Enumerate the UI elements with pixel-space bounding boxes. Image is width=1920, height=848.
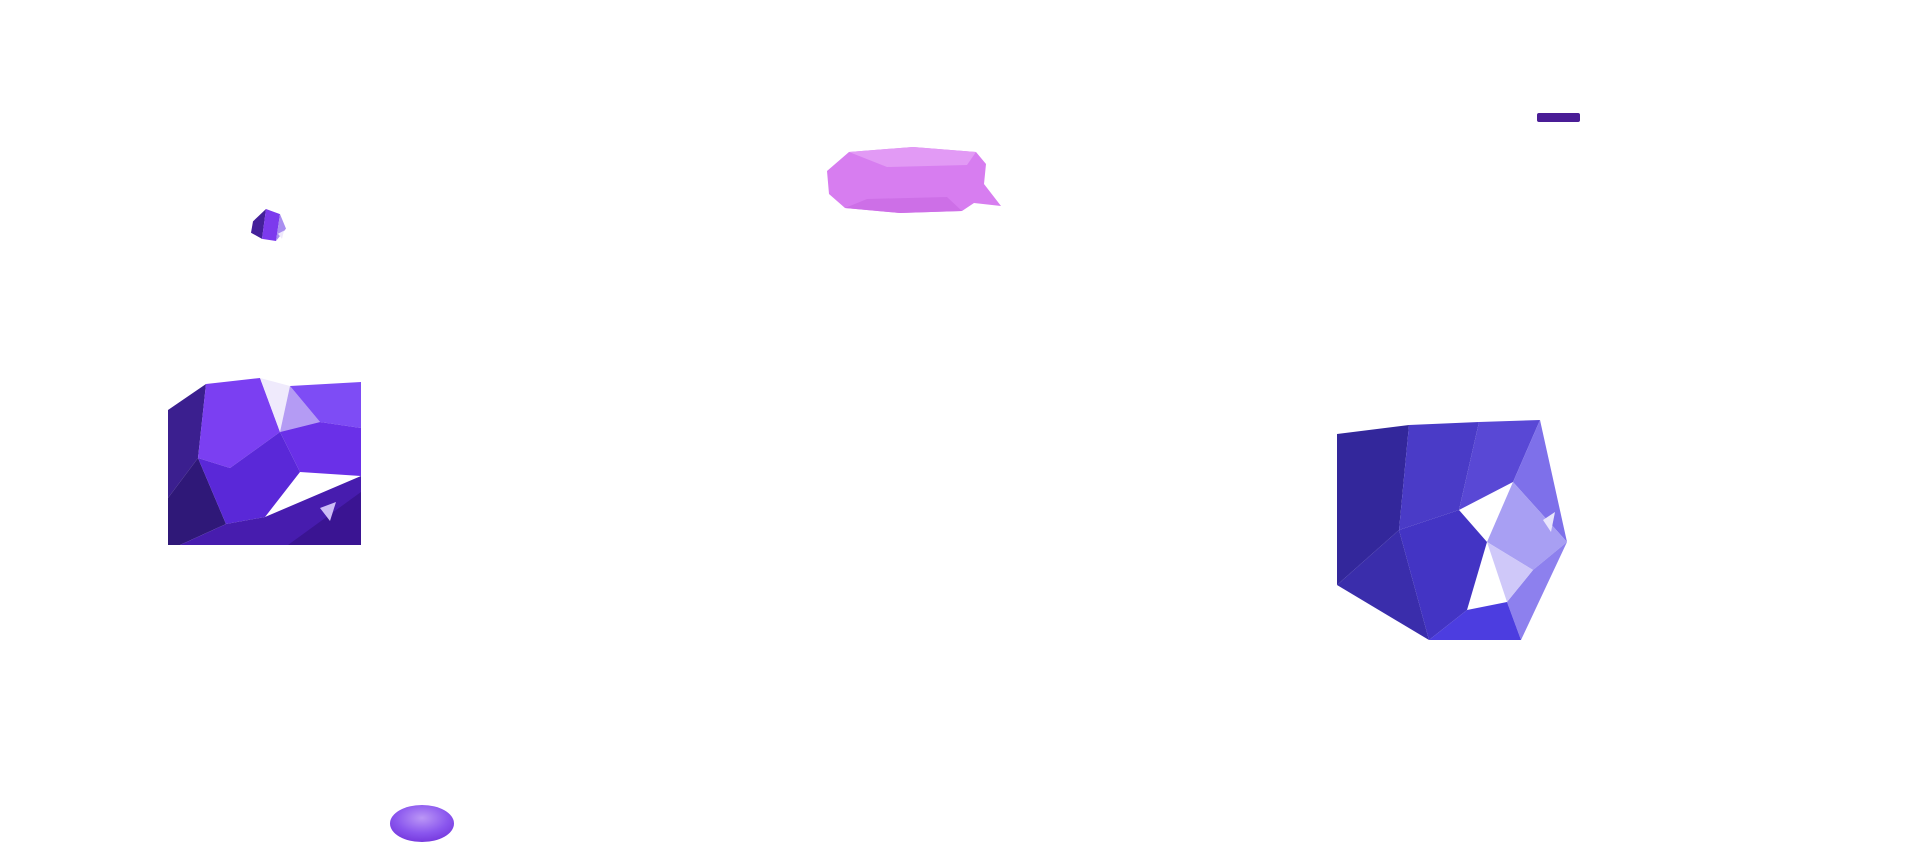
small-gem-facet-dark [251, 209, 266, 239]
orchid-blob-shade-facet [845, 197, 962, 213]
right-polygon-facet-9 [1429, 602, 1521, 640]
right-polygon-facet-2 [1399, 422, 1479, 530]
dash-rect [1537, 113, 1580, 122]
right-polygon-facet-6 [1507, 542, 1567, 640]
left-crystal-facet-4 [280, 386, 320, 432]
left-crystal-facet-3 [260, 378, 290, 432]
small-gem-sparkle [278, 230, 284, 239]
bottom-blob-ellipse [390, 805, 454, 842]
left-crystal-facet-7 [198, 432, 300, 524]
left-crystal-decoration-icon [168, 376, 361, 545]
right-polygon-shape [1337, 420, 1567, 640]
right-polygon-facet-8 [1399, 510, 1487, 640]
right-polygon-facet-1 [1337, 530, 1429, 640]
right-polygon-decoration-icon [1337, 420, 1567, 640]
orchid-blob-decoration-icon [827, 147, 1001, 217]
right-polygon-facet-4 [1513, 420, 1567, 542]
left-crystal-facet-1 [168, 458, 226, 545]
left-crystal-facet-6 [280, 422, 361, 476]
left-crystal-sparkle [320, 502, 336, 521]
left-crystal-facet-5 [290, 382, 361, 428]
bottom-blob-shape [390, 805, 454, 842]
right-polygon-sparkle [1543, 512, 1555, 532]
dash-shape [1537, 113, 1580, 122]
orchid-blob-light-facet [849, 147, 976, 167]
small-gem-facet-bright [262, 209, 280, 241]
bottom-blob-decoration-icon [389, 804, 455, 843]
right-polygon-facet-5 [1487, 482, 1567, 570]
right-polygon-facet-7 [1487, 542, 1533, 602]
left-crystal-shape [168, 378, 361, 545]
small-gem-decoration-icon [251, 209, 288, 242]
dash-decoration-icon [1537, 113, 1580, 122]
orchid-blob-shape [827, 147, 1001, 213]
left-crystal-facet-9 [288, 492, 361, 545]
small-gem-shape [251, 209, 286, 241]
left-crystal-facet-2 [198, 378, 280, 468]
left-crystal-facet-0 [168, 384, 206, 498]
right-polygon-facet-0 [1337, 425, 1409, 585]
right-polygon-facet-3 [1459, 420, 1540, 510]
